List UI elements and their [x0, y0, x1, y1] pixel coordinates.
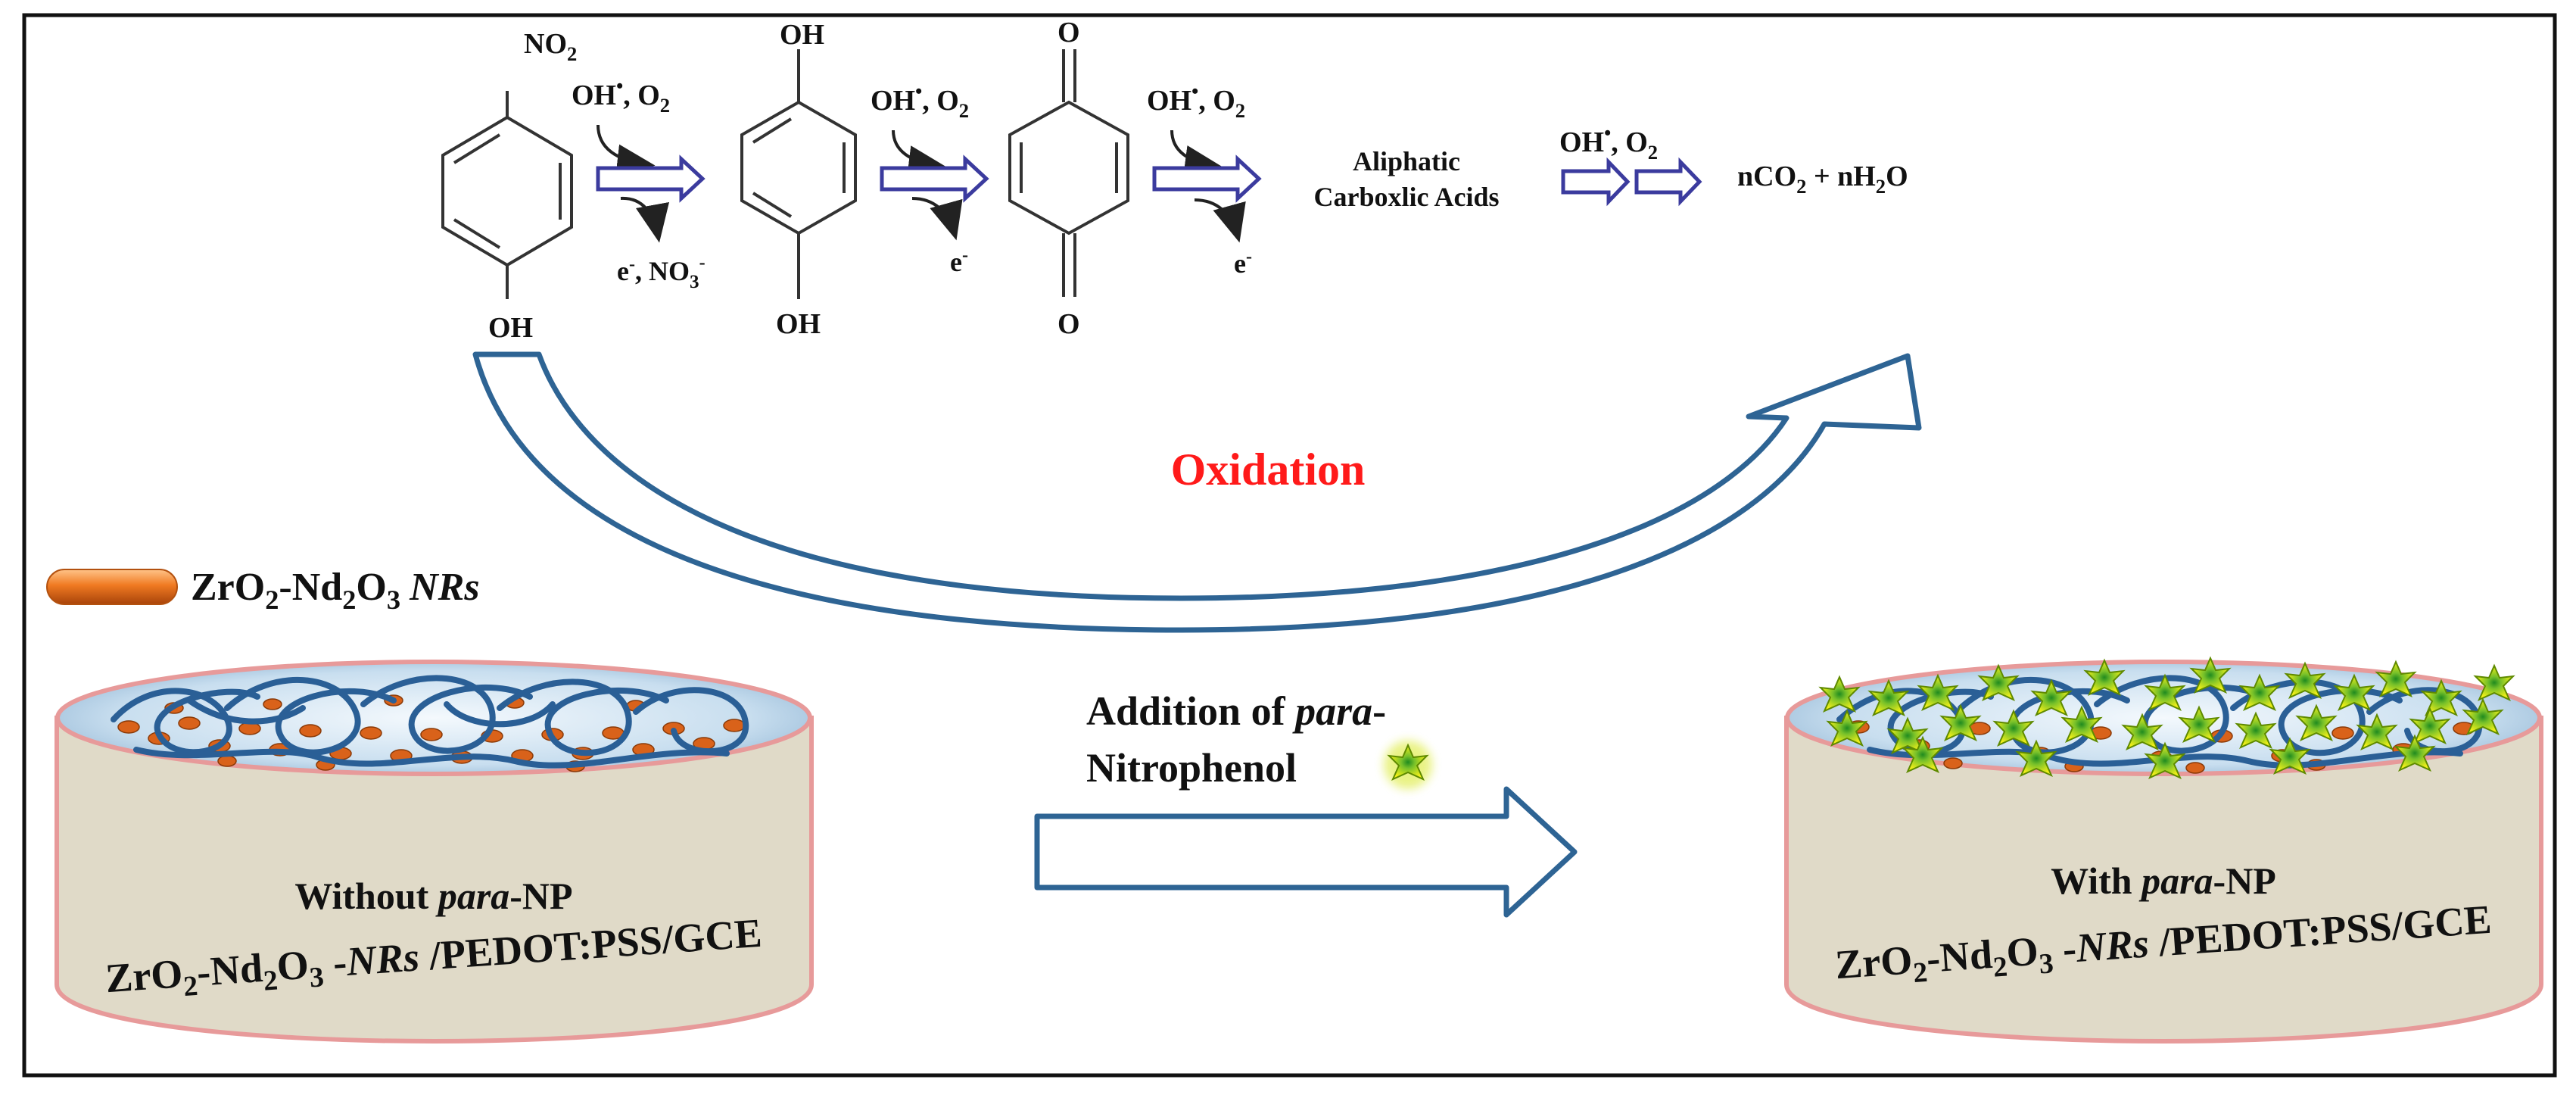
aliphatic-acids-line2: Carboxlic Acids: [1313, 182, 1499, 212]
step3-byproduct: e-: [1234, 247, 1252, 279]
step2-curved-arrow-out: [911, 197, 963, 241]
step1-byproduct: e-, NO3-: [617, 253, 706, 292]
hydroquinone-top-oh: OH: [780, 19, 824, 51]
step4-reagent: OH•, O2: [1559, 122, 1658, 164]
addition-label-line2: Nitrophenol: [1086, 745, 1297, 791]
right-electrode-formula: ZrO2-Nd2O3 -NRs /PEDOT:PSS/GCE: [1833, 897, 2493, 994]
left-polymer-network: [111, 675, 749, 769]
left-electrode-title: Without para-NP: [294, 875, 572, 917]
step3-hollow-arrow: [1152, 154, 1262, 203]
step1-curved-arrow-out: [620, 196, 670, 243]
left-electrode-body: [55, 716, 814, 1044]
step2-hollow-arrow: [880, 154, 989, 203]
figure-frame: [22, 13, 2557, 1078]
addition-arrow: [1034, 786, 1578, 918]
step3-curved-arrow-out: [1194, 198, 1246, 243]
benzoquinone-top-o: O: [1057, 17, 1080, 48]
step2-reagent: OH•, O2: [871, 80, 969, 122]
right-electrode: With para-NP ZrO2-Nd2O3 -NRs /PEDOT:PSS/…: [1784, 657, 2543, 1044]
nitrophenol-oh-label: OH: [488, 312, 533, 344]
mechanism-row: NO2 OH OH•, O2 e-, NO3- OH OH OH•, O2: [441, 17, 1908, 344]
step3-reagent: OH•, O2: [1147, 80, 1245, 122]
oxidation-curved-arrow: [472, 351, 1922, 633]
nanorod-legend-icon: [46, 569, 178, 605]
step2-byproduct: e-: [950, 245, 968, 277]
step1-hollow-arrow: [596, 154, 706, 203]
step2-curved-arrow-in: [892, 129, 947, 179]
right-electrode-body: [1784, 716, 2543, 1044]
aliphatic-acids-line1: Aliphatic: [1353, 146, 1460, 176]
hydroquinone-bottom-oh: OH: [776, 308, 821, 340]
right-electrode-title: With para-NP: [2051, 859, 2276, 902]
step4-hollow-arrow-b: [1634, 157, 1702, 207]
nitrophenol-no2-label: NO2: [524, 28, 577, 65]
pnp-star-icon: [1384, 741, 1432, 789]
left-electrode: Without para-NP ZrO2-Nd2O3 -NRs /PEDOT:P…: [55, 660, 814, 1044]
addition-step: Addition of para- Nitrophenol: [1034, 688, 1578, 918]
hydroquinone-structure: [740, 49, 857, 299]
benzoquinone-structure: [1008, 49, 1129, 297]
final-products: nCO2 + nH2O: [1737, 161, 1908, 198]
nitrophenol-structure: [441, 91, 573, 299]
step1-curved-arrow-in: [596, 124, 656, 179]
benzoquinone-bottom-o: O: [1057, 308, 1080, 340]
step4-hollow-arrow-a: [1561, 157, 1631, 207]
addition-label-line1: Addition of para-: [1086, 688, 1386, 734]
step1-reagent: OH•, O2: [572, 75, 670, 117]
step3-curved-arrow-in: [1170, 129, 1223, 179]
oxidation-label: Oxidation: [1171, 445, 1366, 494]
